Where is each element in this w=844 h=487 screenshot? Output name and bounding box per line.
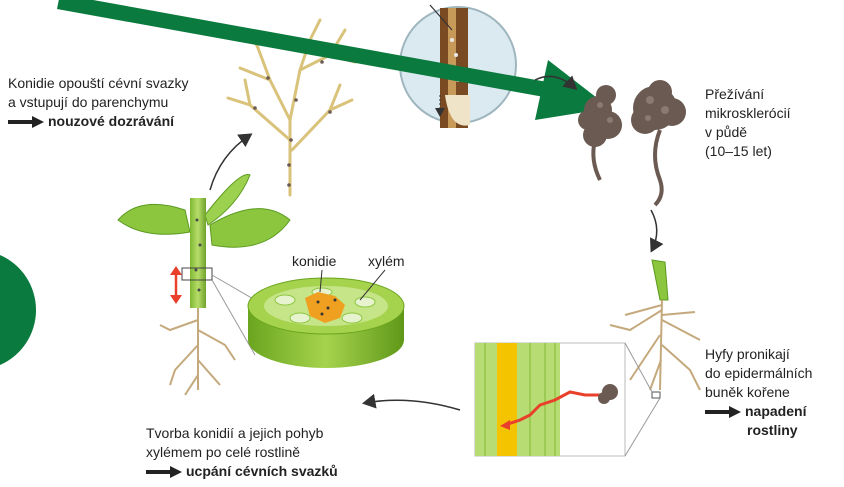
cycle-arrow-3 bbox=[651, 210, 657, 250]
stage-survival: Přežívání mikrosklerócií v půdě (10–15 l… bbox=[705, 85, 791, 161]
infected-plant-icon bbox=[118, 175, 290, 396]
survival-line3: v půdě bbox=[705, 123, 791, 142]
hyphae-result2: rostliny bbox=[705, 421, 812, 440]
stage-conidia-formation: Tvorba konidií a jejich pohyb xylémem po… bbox=[146, 424, 338, 481]
stem-cross-section-icon bbox=[248, 278, 404, 368]
stage-conidia-leave: Konidie opouští cévní svazky a vstupují … bbox=[8, 74, 189, 131]
survival-line1: Přežívání bbox=[705, 85, 791, 104]
conidia-leave-line1: Konidie opouští cévní svazky bbox=[8, 74, 189, 93]
conidia-leave-result: nouzové dozrávání bbox=[48, 113, 174, 129]
conidia-formation-result: ucpání cévních svazků bbox=[186, 463, 338, 479]
survival-line4: (10–15 let) bbox=[705, 142, 791, 161]
conidia-leave-line2: a vstupují do parenchymu bbox=[8, 93, 189, 112]
label-konidie: konidie bbox=[292, 252, 336, 271]
hyphae-line1: Hyfy pronikají bbox=[705, 345, 812, 364]
hyphae-result1: napadení bbox=[745, 403, 806, 419]
result-arrow-icon bbox=[705, 406, 741, 418]
hyphae-line3: buněk kořene bbox=[705, 383, 812, 402]
cycle-arrow-4 bbox=[365, 400, 460, 410]
left-edge-circle bbox=[0, 255, 36, 365]
stage-hyphae: Hyfy pronikají do epidermálních buněk ko… bbox=[705, 345, 812, 440]
survival-line2: mikrosklerócií bbox=[705, 104, 791, 123]
label-xylem: xylém bbox=[368, 252, 405, 271]
conidia-formation-line2: xylémem po celé rostlině bbox=[146, 443, 338, 462]
result-arrow-icon bbox=[146, 466, 182, 478]
root-cells-panel bbox=[475, 343, 660, 456]
hyphae-line2: do epidermálních bbox=[705, 364, 812, 383]
microsclerotia-icon bbox=[578, 80, 686, 205]
result-arrow-icon bbox=[8, 116, 44, 128]
conidia-formation-line1: Tvorba konidií a jejich pohyb bbox=[146, 424, 338, 443]
